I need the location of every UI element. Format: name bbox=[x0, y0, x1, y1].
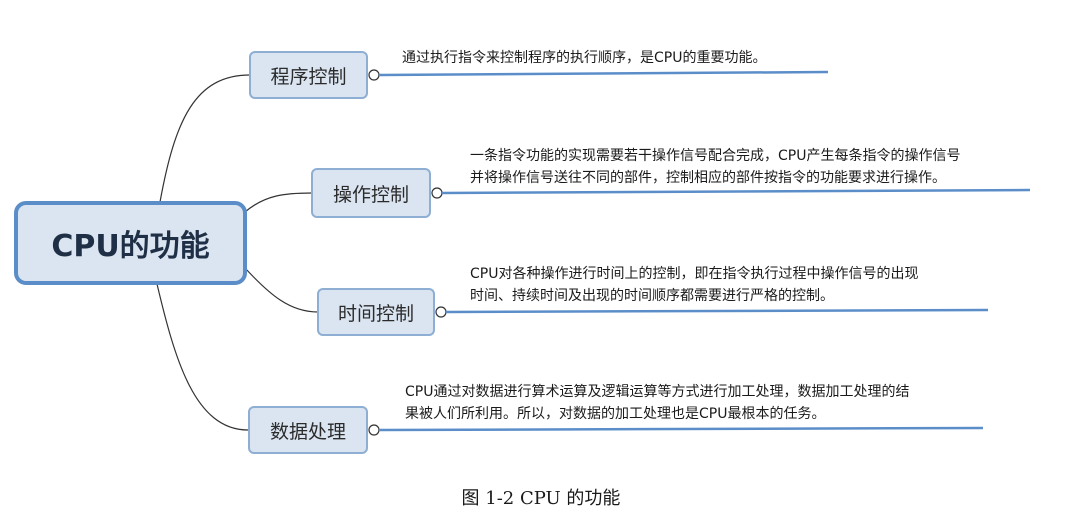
description-time-control: CPU对各种操作进行时间上的控制，即在指令执行过程中操作信号的出现 时间、持续时… bbox=[470, 263, 918, 307]
underline-branch-2 bbox=[441, 188, 1031, 195]
collapse-handle-4[interactable] bbox=[368, 424, 380, 436]
branch-node-program-control[interactable]: 程序控制 bbox=[249, 51, 368, 99]
root-node[interactable]: CPU的功能 bbox=[14, 201, 247, 285]
branch-label: 操作控制 bbox=[332, 183, 409, 206]
branch-node-time-control[interactable]: 时间控制 bbox=[317, 288, 435, 336]
description-line: 通过执行指令来控制程序的执行顺序，是CPU的重要功能。 bbox=[402, 50, 767, 66]
branch-label: 时间控制 bbox=[337, 302, 414, 325]
description-data-processing: CPU通过对数据进行算术运算及逻辑运算等方式进行加工处理，数据加工处理的结 果被… bbox=[405, 381, 909, 425]
branch-node-data-processing[interactable]: 数据处理 bbox=[248, 406, 368, 454]
branch-label: 程序控制 bbox=[270, 65, 347, 88]
figure-caption: 图 1-2 CPU 的功能 bbox=[461, 488, 621, 509]
root-label: CPU的功能 bbox=[51, 229, 210, 264]
description-line: 果被人们所利用。所以，对数据的加工处理也是CPU最根本的任务。 bbox=[405, 406, 826, 422]
description-line: 时间、持续时间及出现的时间顺序都需要进行严格的控制。 bbox=[470, 288, 834, 304]
description-operation-control: 一条指令功能的实现需要若干操作信号配合完成，CPU产生每条指令的操作信号 并将操… bbox=[470, 145, 960, 189]
description-line: CPU通过对数据进行算术运算及逻辑运算等方式进行加工处理，数据加工处理的结 bbox=[405, 384, 910, 400]
connector-branch-4 bbox=[156, 283, 249, 431]
connector-branch-2 bbox=[244, 192, 313, 213]
branch-node-operation-control[interactable]: 操作控制 bbox=[311, 168, 431, 218]
underline-branch-1 bbox=[378, 70, 829, 77]
collapse-handle-1[interactable] bbox=[368, 69, 380, 81]
description-line: 一条指令功能的实现需要若干操作信号配合完成，CPU产生每条指令的操作信号 bbox=[470, 148, 961, 164]
branch-label: 数据处理 bbox=[269, 420, 346, 443]
underline-branch-3 bbox=[445, 308, 989, 314]
connector-branch-3 bbox=[244, 267, 319, 313]
underline-branch-4 bbox=[378, 426, 984, 432]
description-line: 并将操作信号送往不同的部件，控制相应的部件按指令的功能要求进行操作。 bbox=[470, 170, 946, 186]
collapse-handle-3[interactable] bbox=[435, 306, 447, 318]
description-line: CPU对各种操作进行时间上的控制，即在指令执行过程中操作信号的出现 bbox=[470, 266, 919, 282]
connector-branch-1 bbox=[159, 74, 251, 203]
description-program-control: 通过执行指令来控制程序的执行顺序，是CPU的重要功能。 bbox=[402, 47, 766, 69]
collapse-handle-2[interactable] bbox=[431, 187, 443, 199]
